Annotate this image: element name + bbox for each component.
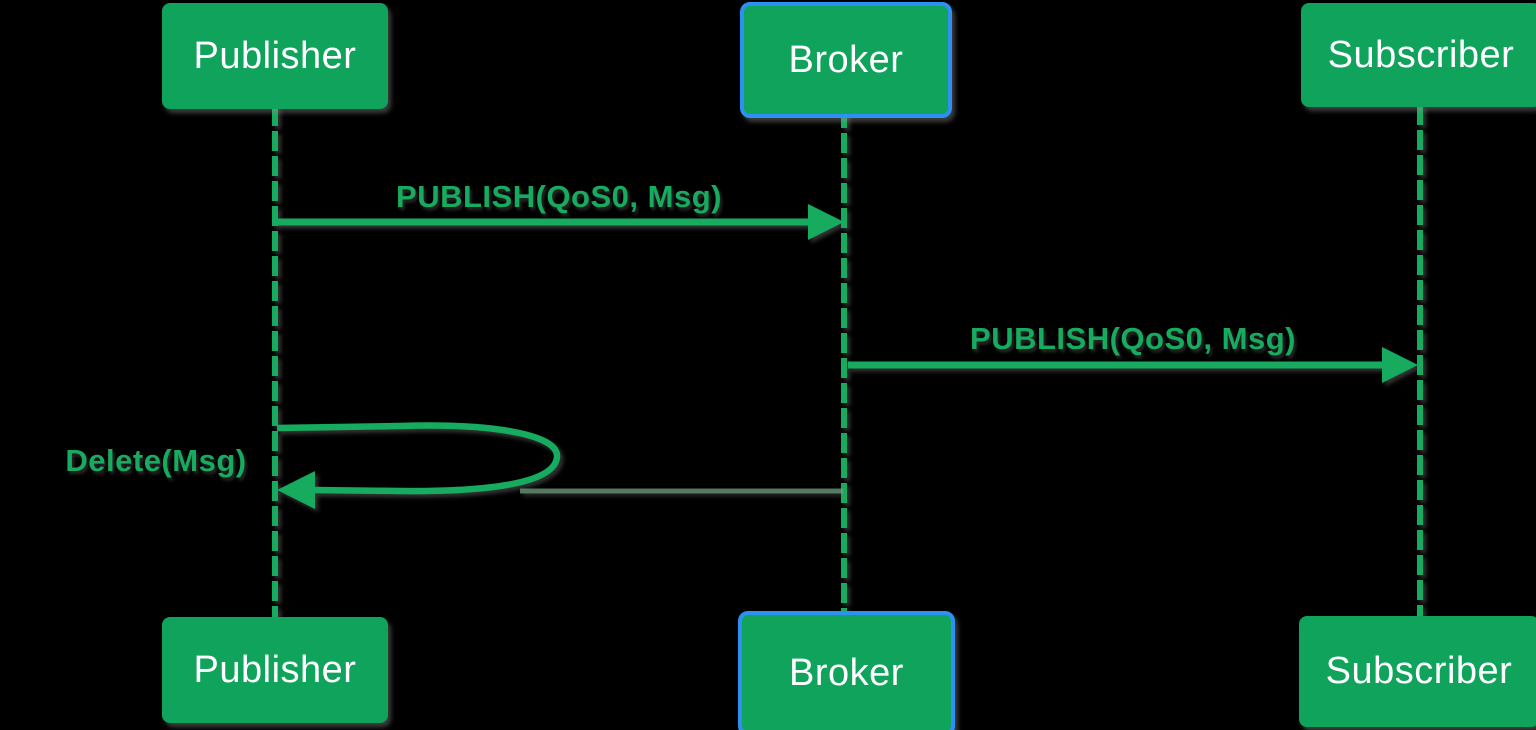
actor-label: Publisher [193, 34, 357, 77]
actor-box-subscriber-top: Subscriber [1301, 3, 1536, 107]
actor-label: Subscriber [1327, 33, 1515, 76]
actor-box-broker-top: Broker [740, 2, 952, 118]
actor-label: Broker [788, 38, 904, 81]
message-1-arrowhead-icon [808, 204, 844, 240]
message-2-arrowhead-icon [1382, 347, 1418, 383]
actor-box-publisher-bottom: Publisher [162, 617, 388, 723]
actor-label: Subscriber [1325, 650, 1513, 692]
actor-box-subscriber-bottom: Subscriber [1299, 616, 1536, 727]
actor-box-broker-bottom: Broker [738, 611, 955, 730]
message-1-label: PUBLISH(QoS0, Msg) [396, 179, 722, 214]
message-3-label: Delete(Msg) [65, 443, 247, 478]
actor-label: Publisher [193, 648, 357, 691]
actor-label: Broker [789, 652, 904, 694]
self-loop-line [276, 422, 561, 495]
actor-box-publisher-top: Publisher [162, 3, 388, 109]
message-2-label: PUBLISH(QoS0, Msg) [970, 321, 1296, 356]
self-loop-arrowhead-icon [277, 471, 315, 509]
